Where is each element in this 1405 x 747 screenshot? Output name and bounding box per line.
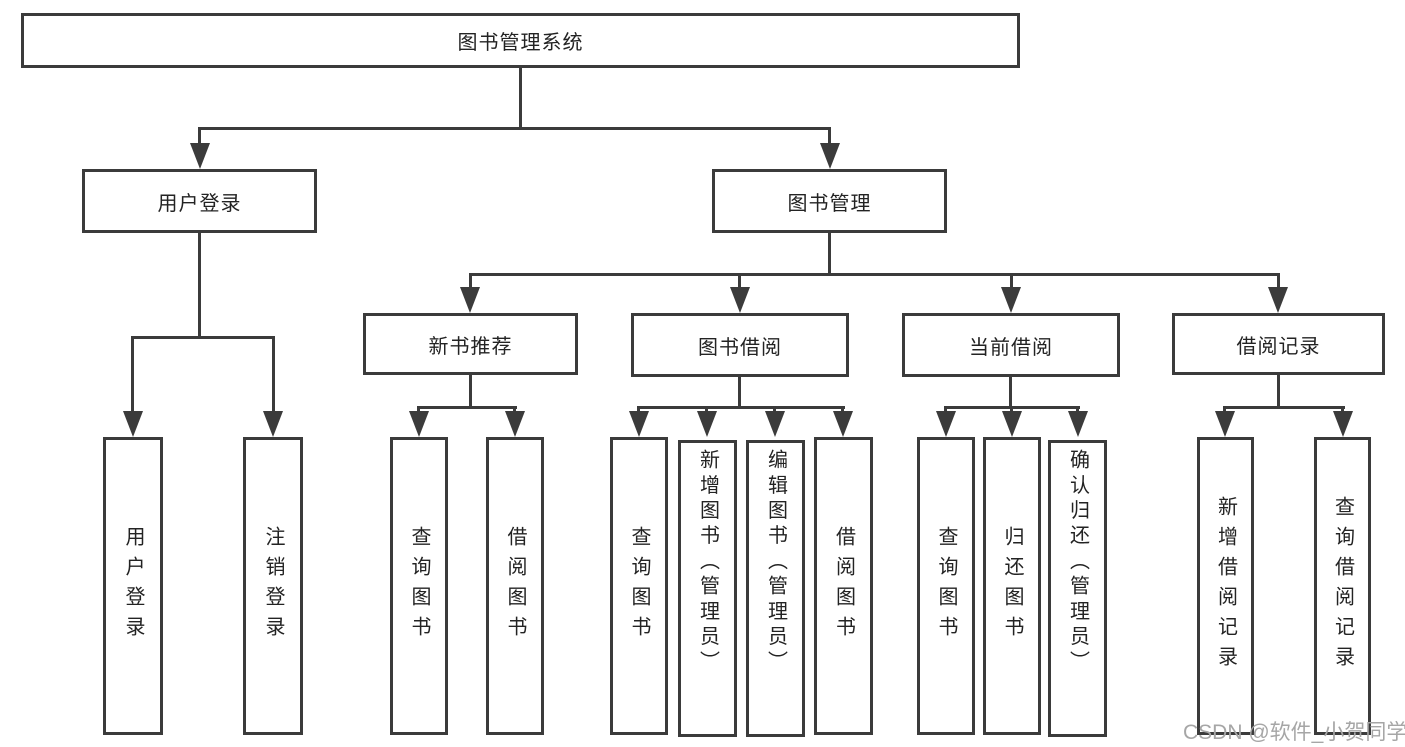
arrow-to-current-return — [1002, 411, 1022, 437]
connector-records-drop-2 — [1341, 406, 1344, 413]
node-borrow-records: 借阅记录 — [1172, 313, 1385, 375]
leaf-records-add-record-label: 新增借阅记录 — [1214, 496, 1237, 676]
leaf-borrow-add-books-admin: 新增图书（管理员） — [678, 440, 737, 737]
arrow-to-current-borrow — [1001, 287, 1021, 313]
leaf-borrow-edit-books-admin: 编辑图书（管理员） — [746, 440, 805, 737]
connector-root-stem — [519, 68, 522, 130]
connector-book-mgmt-stem — [828, 233, 831, 276]
leaf-records-query-record: 查询借阅记录 — [1314, 437, 1371, 735]
arrow-to-borrow-records — [1268, 287, 1288, 313]
arrow-to-leaf-logout — [263, 411, 283, 437]
connector-user-login-drop-2 — [272, 336, 275, 413]
connector-recommend-bar — [417, 406, 517, 409]
leaf-borrow-query-books-label: 查询图书 — [628, 526, 650, 646]
leaf-current-confirm-return-admin: 确认归还（管理员） — [1048, 440, 1107, 737]
connector-user-login-stem — [198, 233, 201, 339]
connector-book-mgmt-drop-4 — [1277, 273, 1280, 289]
arrow-to-borrow-query — [629, 411, 649, 437]
node-new-book-recommend: 新书推荐 — [363, 313, 578, 375]
connector-borrow-drop-3 — [773, 406, 776, 413]
arrow-to-recommend-query — [409, 411, 429, 437]
node-user-login: 用户登录 — [82, 169, 317, 233]
leaf-records-query-record-label: 查询借阅记录 — [1331, 496, 1354, 676]
connector-book-mgmt-drop-2 — [738, 273, 741, 289]
connector-records-stem — [1277, 375, 1280, 409]
arrow-to-new-book-recommend — [460, 287, 480, 313]
node-new-book-recommend-label: 新书推荐 — [428, 335, 513, 358]
node-book-management-label: 图书管理 — [787, 192, 872, 215]
arrow-to-book-borrow — [730, 287, 750, 313]
watermark-text: CSDN @软件_小贺同学 — [1183, 721, 1405, 744]
connector-root-drop-right — [828, 127, 831, 145]
leaf-records-add-record: 新增借阅记录 — [1197, 437, 1254, 735]
node-root: 图书管理系统 — [21, 13, 1020, 68]
node-user-login-label: 用户登录 — [157, 192, 242, 215]
connector-user-login-drop-1 — [131, 336, 134, 413]
leaf-user-login: 用户登录 — [103, 437, 163, 735]
leaf-current-confirm-return-admin-label: 确认归还（管理员） — [1066, 449, 1089, 676]
connector-user-login-bar — [131, 336, 275, 339]
node-borrow-records-label: 借阅记录 — [1236, 335, 1321, 358]
connector-records-bar — [1223, 406, 1345, 409]
connector-current-drop-2 — [1010, 406, 1013, 413]
arrow-to-recommend-borrow — [505, 411, 525, 437]
connector-book-mgmt-drop-3 — [1010, 273, 1013, 289]
connector-borrow-drop-1 — [637, 406, 640, 413]
arrow-to-borrow-edit — [765, 411, 785, 437]
leaf-current-return-books: 归还图书 — [983, 437, 1041, 735]
connector-book-mgmt-bar — [469, 273, 1280, 276]
arrow-to-book-management — [820, 143, 840, 169]
connector-records-drop-1 — [1223, 406, 1226, 413]
connector-recommend-drop-1 — [417, 406, 420, 413]
node-root-label: 图书管理系统 — [457, 32, 584, 54]
leaf-recommend-query-books: 查询图书 — [390, 437, 448, 735]
leaf-logout: 注销登录 — [243, 437, 303, 735]
node-book-borrow: 图书借阅 — [631, 313, 849, 377]
arrow-to-current-query — [936, 411, 956, 437]
node-book-management: 图书管理 — [712, 169, 947, 233]
node-current-borrow: 当前借阅 — [902, 313, 1120, 377]
arrow-to-borrow-borrow — [833, 411, 853, 437]
connector-borrow-drop-2 — [705, 406, 708, 413]
connector-current-stem — [1009, 377, 1012, 409]
connector-current-drop-1 — [944, 406, 947, 413]
arrow-to-records-query — [1333, 411, 1353, 437]
leaf-borrow-borrow-books-label: 借阅图书 — [832, 526, 855, 646]
connector-borrow-bar — [637, 406, 845, 409]
connector-current-drop-3 — [1076, 406, 1079, 413]
leaf-recommend-borrow-books: 借阅图书 — [486, 437, 544, 735]
leaf-borrow-borrow-books: 借阅图书 — [814, 437, 873, 735]
leaf-borrow-query-books: 查询图书 — [610, 437, 668, 735]
leaf-current-query-books-label: 查询图书 — [935, 526, 957, 646]
node-book-borrow-label: 图书借阅 — [698, 336, 782, 359]
connector-recommend-drop-2 — [513, 406, 516, 413]
leaf-recommend-query-books-label: 查询图书 — [408, 526, 430, 646]
connector-recommend-stem — [469, 375, 472, 409]
leaf-borrow-edit-books-admin-label: 编辑图书（管理员） — [764, 449, 787, 676]
leaf-current-query-books: 查询图书 — [917, 437, 975, 735]
leaf-current-return-books-label: 归还图书 — [1001, 526, 1023, 646]
connector-borrow-drop-4 — [841, 406, 844, 413]
arrow-to-user-login — [190, 143, 210, 169]
connector-book-mgmt-drop-1 — [469, 273, 472, 289]
node-current-borrow-label: 当前借阅 — [969, 336, 1053, 359]
leaf-recommend-borrow-books-label: 借阅图书 — [504, 526, 526, 646]
leaf-borrow-add-books-admin-label: 新增图书（管理员） — [696, 449, 719, 676]
connector-root-drop-left — [198, 127, 201, 145]
connector-borrow-stem — [738, 377, 741, 409]
arrow-to-current-confirm — [1068, 411, 1088, 437]
connector-root-bar — [198, 127, 831, 130]
arrow-to-leaf-user-login — [123, 411, 143, 437]
leaf-user-login-label: 用户登录 — [122, 526, 144, 646]
arrow-to-records-add — [1215, 411, 1235, 437]
arrow-to-borrow-add — [697, 411, 717, 437]
leaf-logout-label: 注销登录 — [262, 526, 284, 646]
